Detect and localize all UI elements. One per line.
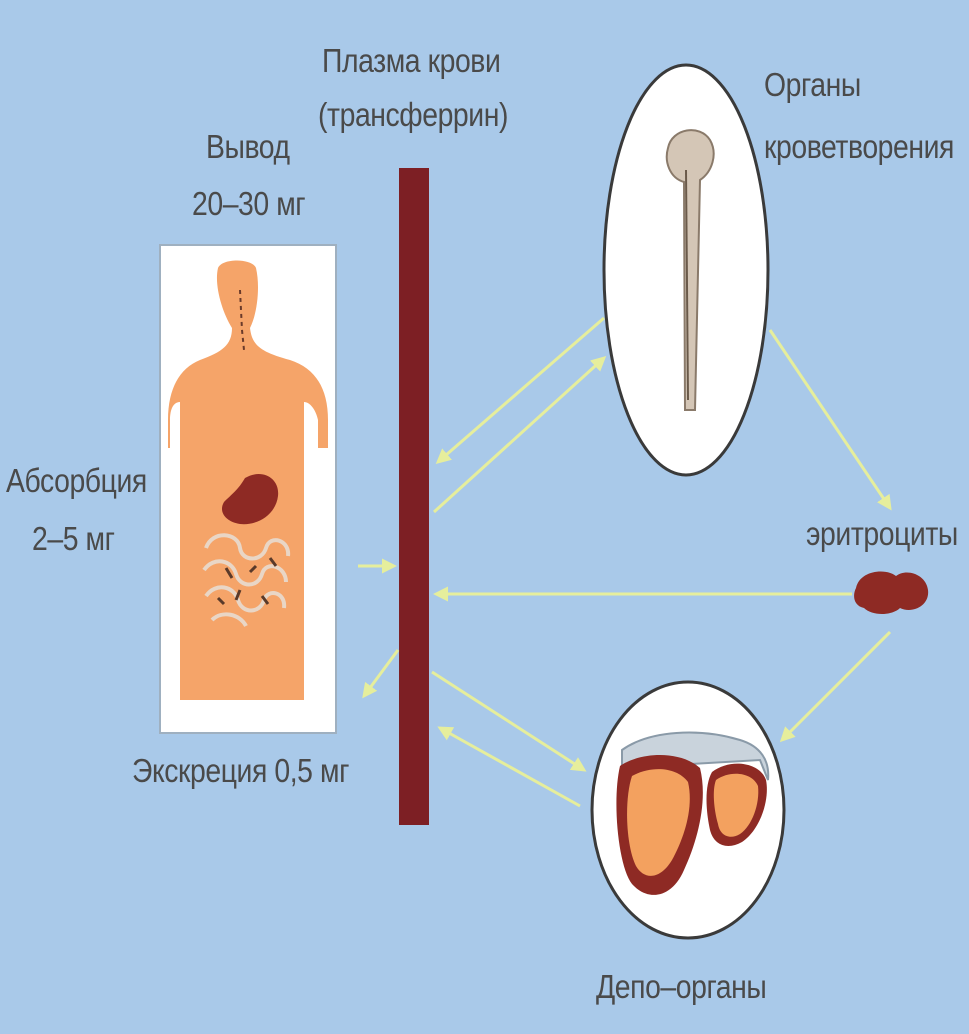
output-label-line2: 20–30 мг [192, 185, 305, 224]
absorption-label-line2: 2–5 мг [32, 520, 115, 559]
arrow-erythrocytes-to-depot [782, 632, 890, 740]
hematopoiesis-label-line2: кроветворения [764, 128, 954, 167]
arrow-from-depot [440, 728, 580, 806]
plasma-label-line2: (трансферрин) [318, 96, 508, 135]
erythrocytes-label: эритроциты [806, 515, 958, 554]
absorption-label-line1: Абсорбция [6, 462, 147, 501]
plasma-transferrin-bar [399, 168, 429, 825]
arrow-hematopoiesis-to-erythrocytes [770, 330, 890, 508]
arrow-excretion [364, 650, 398, 696]
output-label-line1: Вывод [206, 128, 290, 167]
hematopoiesis-label-line1: Органы [764, 66, 861, 105]
depot-label: Депо–органы [596, 968, 766, 1007]
arrow-to-hematopoiesis [434, 358, 604, 512]
body-panel [160, 245, 336, 733]
excretion-label: Экскреция 0,5 мг [132, 752, 349, 791]
plasma-label-line1: Плазма крови [322, 42, 500, 81]
arrow-from-hematopoiesis [438, 318, 604, 462]
erythrocytes-icon [854, 572, 928, 614]
arrow-to-depot [432, 672, 584, 770]
hematopoiesis-organ-circle [604, 65, 768, 475]
depot-organ-circle [592, 682, 784, 938]
